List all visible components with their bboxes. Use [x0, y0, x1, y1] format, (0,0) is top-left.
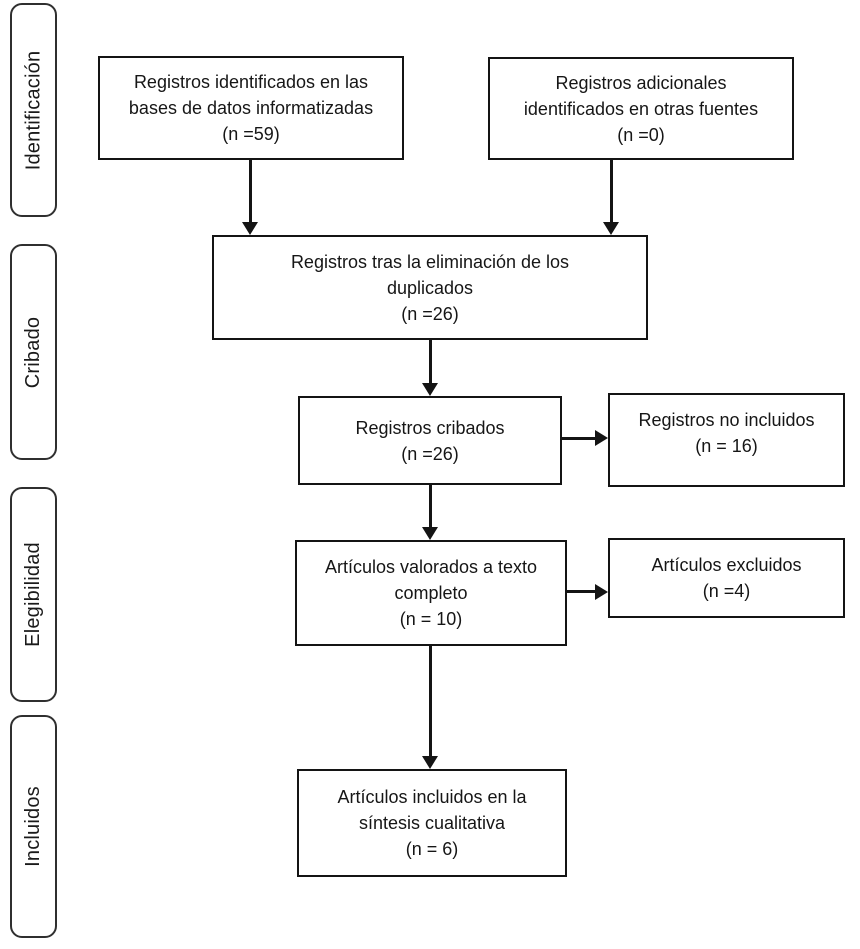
box-included-synthesis-text: Artículos incluidos en la síntesis cuali…	[337, 787, 527, 859]
arrow-databases-to-duplicates-line	[249, 160, 252, 224]
arrow-databases-to-duplicates-head-icon	[242, 222, 258, 235]
box-screened-text: Registros cribados (n =26)	[355, 417, 505, 464]
arrow-other-sources-to-duplicates-head-icon	[603, 222, 619, 235]
stage-identification-label: Identificación	[22, 50, 45, 170]
arrow-screened-to-not-included-head-icon	[595, 430, 608, 446]
arrow-screened-to-fulltext-head-icon	[422, 527, 438, 540]
arrow-duplicates-to-screened-line	[429, 340, 432, 385]
box-identified-databases: Registros identificados en las bases de …	[98, 56, 404, 160]
arrow-fulltext-to-excluded-head-icon	[595, 584, 608, 600]
stage-included: Incluidos	[10, 715, 57, 938]
arrow-duplicates-to-screened-head-icon	[422, 383, 438, 396]
box-included-synthesis: Artículos incluidos en la síntesis cuali…	[297, 769, 567, 877]
arrow-screened-to-fulltext-line	[429, 485, 432, 529]
stage-screening-label: Cribado	[22, 316, 45, 388]
box-not-included-text: Registros no incluidos (n = 16)	[638, 410, 815, 456]
box-fulltext-assessed-text: Artículos valorados a texto completo (n …	[324, 557, 538, 629]
stage-eligibility: Elegibilidad	[10, 487, 57, 702]
box-excluded: Artículos excluidos (n =4)	[608, 538, 845, 618]
stage-included-label: Incluidos	[22, 786, 44, 867]
arrow-fulltext-to-included-head-icon	[422, 756, 438, 769]
stage-eligibility-label: Elegibilidad	[22, 542, 45, 647]
box-identified-other-sources-text: Registros adicionales identificados en o…	[523, 72, 759, 145]
arrow-fulltext-to-excluded-line	[567, 590, 596, 593]
box-excluded-text: Artículos excluidos (n =4)	[651, 555, 802, 601]
stage-identification: Identificación	[10, 3, 57, 217]
box-identified-databases-text: Registros identificados en las bases de …	[128, 72, 374, 144]
stage-screening: Cribado	[10, 244, 57, 460]
box-screened: Registros cribados (n =26)	[298, 396, 562, 485]
arrow-screened-to-not-included-line	[562, 437, 596, 440]
box-identified-other-sources: Registros adicionales identificados en o…	[488, 57, 794, 160]
box-not-included: Registros no incluidos (n = 16)	[608, 393, 845, 487]
box-after-duplicates: Registros tras la eliminación de los dup…	[212, 235, 648, 340]
box-fulltext-assessed: Artículos valorados a texto completo (n …	[295, 540, 567, 646]
box-after-duplicates-text: Registros tras la eliminación de los dup…	[290, 251, 570, 324]
arrow-other-sources-to-duplicates-line	[610, 160, 613, 224]
arrow-fulltext-to-included-line	[429, 646, 432, 758]
